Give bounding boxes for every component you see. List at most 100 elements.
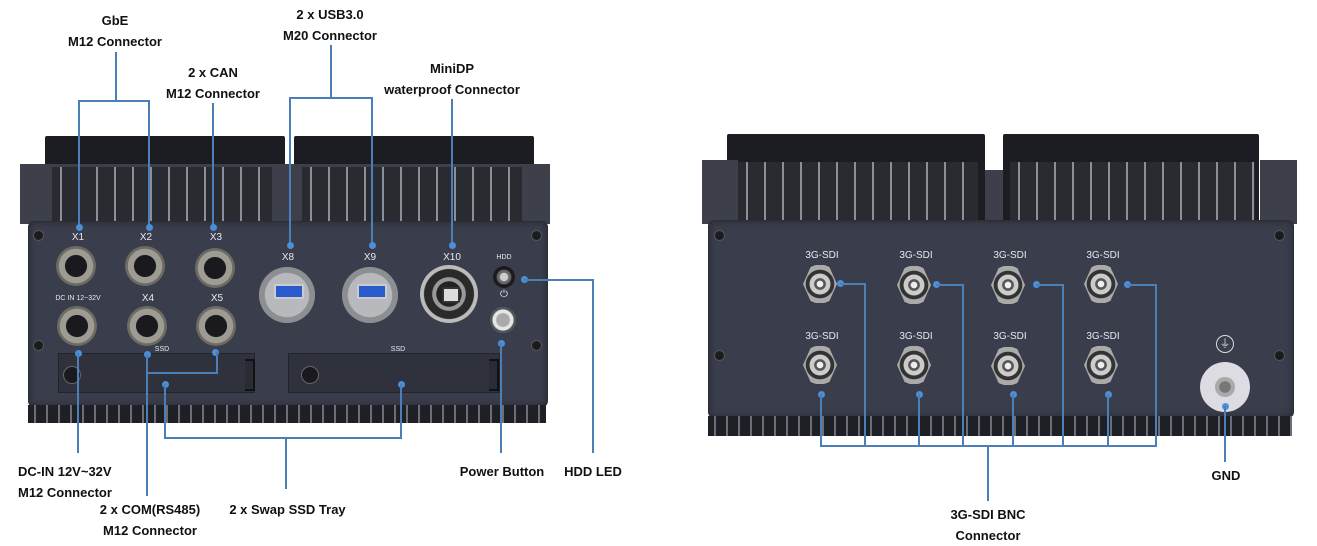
port-label-x3: X3 [209, 232, 223, 243]
callout-ssd-tray: 2 x Swap SSD Tray [225, 499, 350, 520]
port-label-ssd2: SSD [390, 346, 406, 353]
screw [33, 230, 44, 241]
sdi-bnc-connector [991, 347, 1025, 385]
callout-dot [146, 224, 153, 231]
port-label-x9: X9 [363, 252, 377, 263]
callout-usb: 2 x USB3.0 M20 Connector [268, 4, 392, 46]
port-label-x8: X8 [281, 252, 295, 263]
port-label-sdi: 3G-SDI [899, 331, 933, 342]
callout-text: M12 Connector [103, 523, 197, 538]
callout-line [148, 100, 150, 230]
callout-line [216, 352, 218, 374]
callout-dot [76, 224, 83, 231]
power-button[interactable] [490, 307, 516, 333]
callout-text: M12 Connector [166, 86, 260, 101]
minidp-port-icon [442, 287, 460, 303]
callout-text: 2 x USB3.0 [296, 7, 364, 22]
usb3-m20-connector-x8 [259, 267, 315, 323]
heatsink-fins-right [302, 167, 522, 221]
usb3-m20-connector-x9 [342, 267, 398, 323]
callout-text: 3G-SDI BNC [950, 507, 1026, 522]
sdi-bnc-connector [897, 346, 931, 384]
callout-line [289, 97, 291, 245]
callout-text: Power Button [459, 464, 545, 479]
tray-notch [245, 359, 255, 391]
sdi-bnc-connector [991, 266, 1025, 304]
callout-line [146, 372, 218, 374]
port-label-sdi: 3G-SDI [993, 331, 1027, 342]
callout-gbe: GbE M12 Connector [55, 10, 175, 52]
sdi-bnc-connector [803, 346, 837, 384]
callout-text: M12 Connector [18, 485, 112, 500]
callout-line [1127, 284, 1157, 286]
port-label-dcin: DC IN 12~32V [55, 295, 101, 302]
callout-line [987, 445, 989, 501]
callout-line [592, 279, 594, 453]
port-label-x5: X5 [210, 293, 224, 304]
callout-line [840, 283, 866, 285]
callout-line [212, 103, 214, 227]
power-symbol: ⏻ [500, 289, 508, 300]
callout-text: 2 x COM(RS485) [99, 502, 201, 517]
gbe-m12-connector-x1 [56, 246, 96, 286]
callout-text: Connector [955, 528, 1021, 543]
port-label-sdi: 3G-SDI [805, 250, 839, 261]
screw [531, 230, 542, 241]
ssd-tray-2[interactable] [288, 353, 500, 393]
callout-line [1107, 394, 1109, 446]
callout-dot [449, 242, 456, 249]
ssd-tray-1[interactable] [58, 353, 255, 393]
screw [33, 340, 44, 351]
sdi-bnc-connector [803, 265, 837, 303]
callout-line [864, 283, 866, 446]
dc-in-m12-connector [57, 306, 97, 346]
usb-port-icon [274, 284, 304, 299]
port-label-x2: X2 [139, 232, 153, 243]
rear-io-panel [708, 220, 1294, 418]
callout-line [962, 284, 964, 446]
callout-line [524, 279, 594, 281]
callout-line [164, 437, 402, 439]
bottom-fins-rear [708, 416, 1292, 436]
hdd-led [493, 266, 515, 288]
callout-line [1224, 406, 1226, 462]
chassis-side [702, 160, 738, 224]
callout-text: waterproof Connector [384, 82, 520, 97]
callout-line [371, 97, 373, 245]
minidp-waterproof-connector [420, 265, 478, 323]
callout-can: 2 x CAN M12 Connector [153, 62, 273, 104]
chassis-side [1260, 160, 1297, 224]
callout-dot [369, 242, 376, 249]
callout-gnd: GND [1200, 465, 1252, 486]
callout-text: GbE [101, 13, 129, 28]
callout-line [451, 99, 453, 245]
port-label-sdi: 3G-SDI [805, 331, 839, 342]
callout-dot [210, 224, 217, 231]
callout-text: 2 x CAN [188, 65, 238, 80]
callout-line [1155, 284, 1157, 446]
callout-dot [212, 349, 219, 356]
port-label-x10: X10 [443, 252, 461, 263]
callout-text: HDD LED [564, 464, 622, 479]
tray-screw-knob [63, 366, 81, 384]
callout-text: 2 x Swap SSD Tray [229, 502, 346, 517]
ground-screw-icon [1215, 377, 1235, 397]
callout-text: M12 Connector [68, 34, 162, 49]
heatsink-fins-right [1010, 162, 1255, 220]
callout-text: MiniDP [429, 61, 475, 76]
callout-sdi-bnc: 3G-SDI BNC Connector [930, 504, 1046, 546]
port-label-x4: X4 [141, 293, 155, 304]
callout-line [1036, 284, 1064, 286]
callout-line [918, 394, 920, 446]
callout-dot [287, 242, 294, 249]
port-label-sdi: 3G-SDI [1086, 250, 1120, 261]
callout-com: 2 x COM(RS485) M12 Connector [90, 499, 210, 541]
com-m12-connector-x5 [196, 306, 236, 346]
callout-line [115, 52, 117, 100]
callout-hdd-led: HDD LED [560, 461, 626, 482]
gbe-m12-connector-x2 [125, 246, 165, 286]
callout-line [820, 394, 822, 446]
callout-text: M20 Connector [283, 28, 377, 43]
screw [714, 350, 725, 361]
screw [1274, 350, 1285, 361]
